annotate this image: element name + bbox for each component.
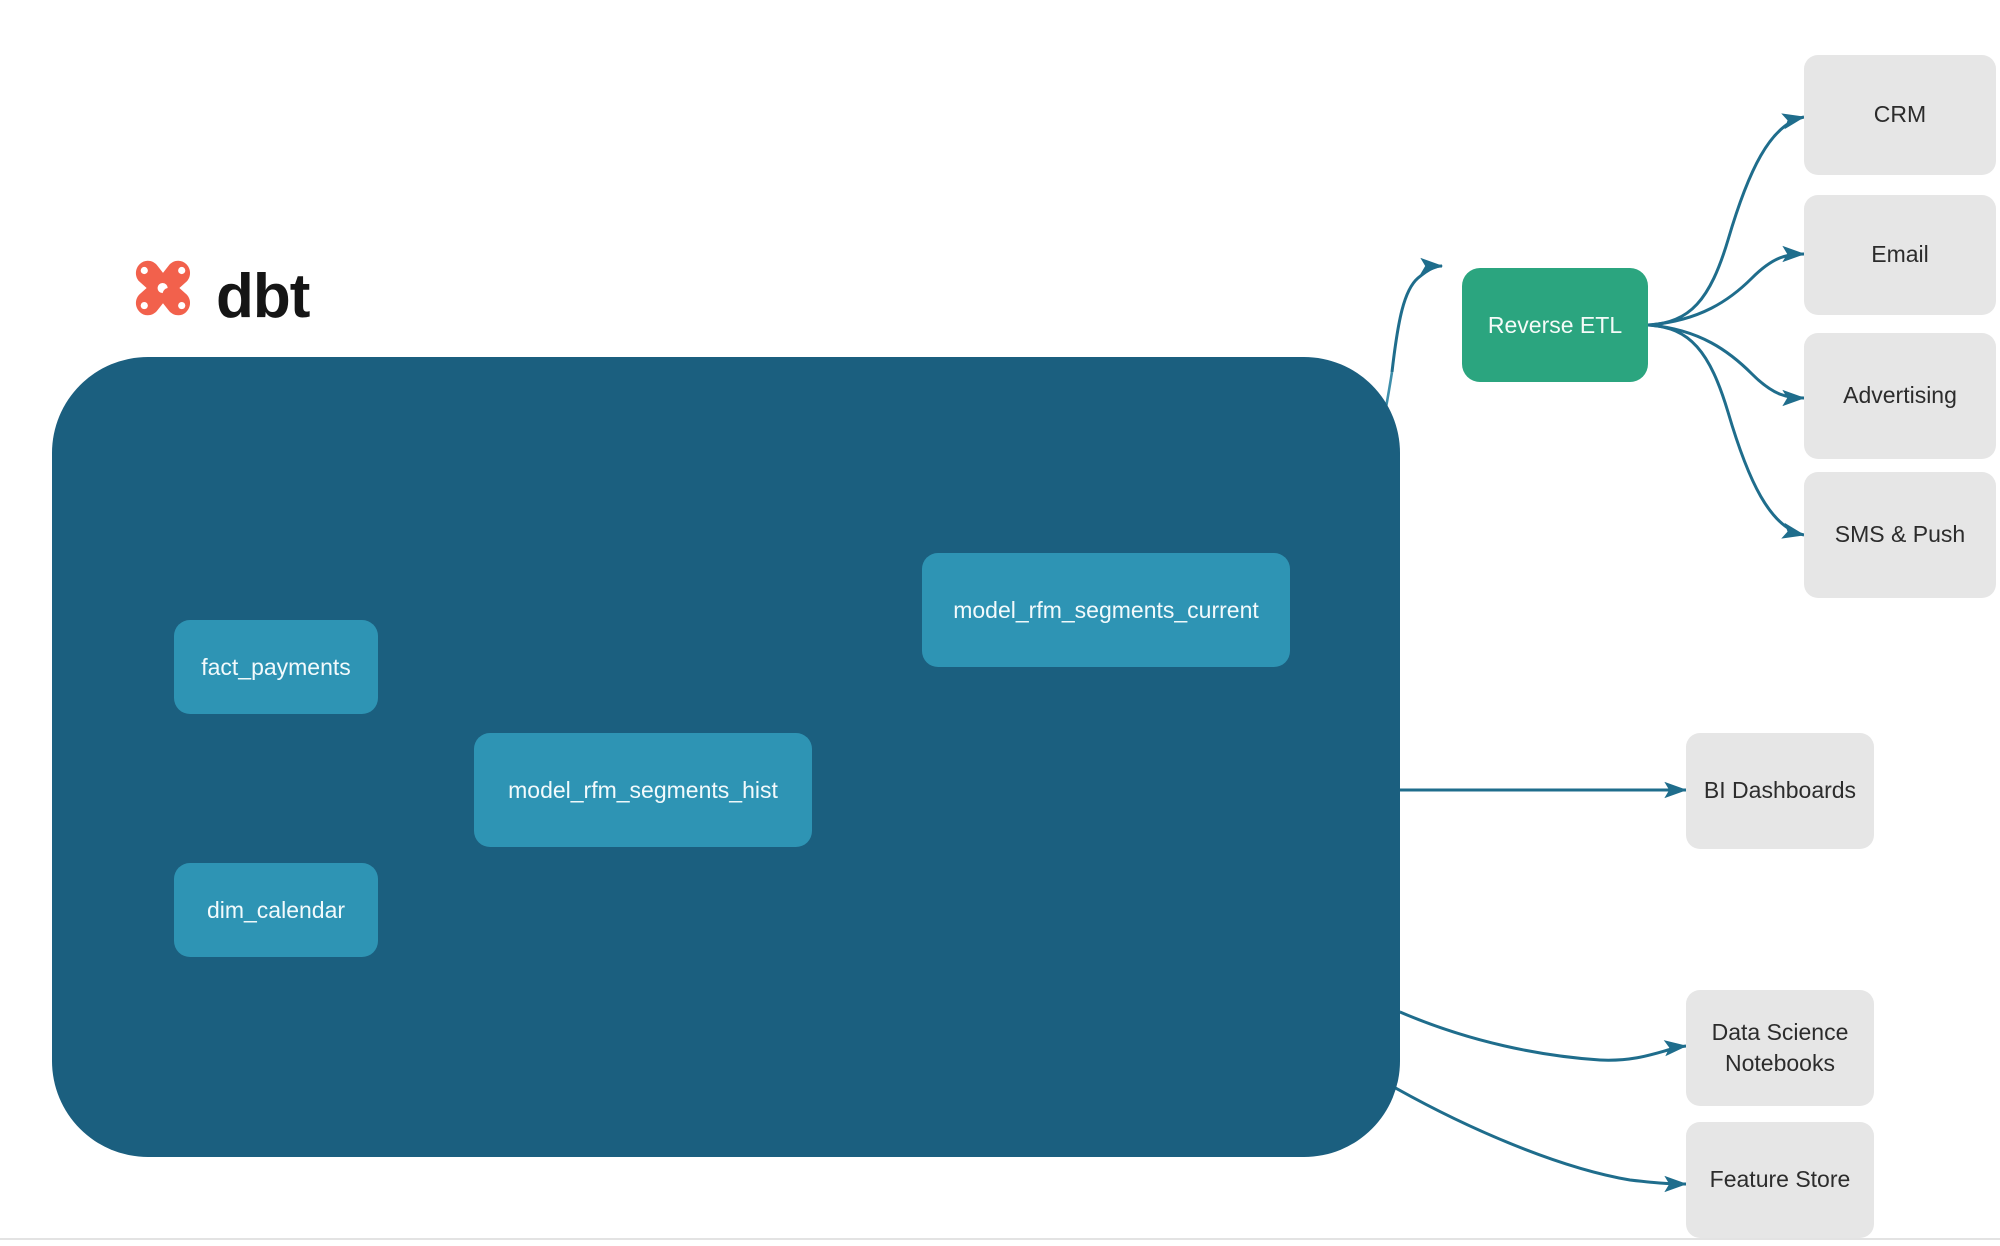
node-email[interactable]: Email xyxy=(1804,195,1996,315)
edge-reverse-etl-to-crm xyxy=(1647,113,1806,327)
dbt-wordmark: dbt xyxy=(216,262,310,331)
node-model-rfm-segments-hist-label: model_rfm_segments_hist xyxy=(508,776,778,803)
edge-reverse-etl-to-advertising xyxy=(1647,323,1806,407)
node-advertising[interactable]: Advertising xyxy=(1804,333,1996,459)
node-data-science-notebooks[interactable]: Data Science Notebooks xyxy=(1686,990,1874,1106)
node-model-rfm-segments-current[interactable]: model_rfm_segments_current xyxy=(922,553,1290,667)
node-feature-store-label: Feature Store xyxy=(1709,1166,1851,1193)
node-dim-calendar-label: dim_calendar xyxy=(206,896,346,923)
node-sms-push[interactable]: SMS & Push xyxy=(1804,472,1996,598)
node-data-science-notebooks-label-line2: Notebooks xyxy=(1725,1050,1835,1076)
node-advertising-label: Advertising xyxy=(1843,382,1957,409)
edge-current-to-reverse-etl xyxy=(1390,257,1444,373)
node-fact-payments[interactable]: fact_payments xyxy=(174,620,378,714)
edge-to-feature-store xyxy=(1391,1084,1688,1193)
node-bi-dashboards-label: BI Dashboards xyxy=(1703,777,1857,804)
node-bi-dashboards[interactable]: BI Dashboards xyxy=(1686,733,1874,849)
node-crm[interactable]: CRM xyxy=(1804,55,1996,175)
edge-reverse-etl-to-email xyxy=(1647,245,1806,327)
node-model-rfm-segments-current-label: model_rfm_segments_current xyxy=(953,596,1259,623)
edge-to-data-science-notebooks xyxy=(1399,1010,1688,1062)
dbt-logo-icon xyxy=(135,260,191,316)
bottom-divider xyxy=(0,1238,2000,1240)
node-email-label: Email xyxy=(1871,241,1929,268)
node-model-rfm-segments-hist[interactable]: model_rfm_segments_hist xyxy=(474,733,812,847)
node-sms-push-label: SMS & Push xyxy=(1834,521,1966,548)
node-crm-label: CRM xyxy=(1873,101,1927,128)
node-data-science-notebooks-label-line1: Data Science xyxy=(1711,1018,1849,1045)
edge-reverse-etl-to-sms-push xyxy=(1647,323,1806,539)
node-feature-store[interactable]: Feature Store xyxy=(1686,1122,1874,1238)
node-reverse-etl-label: Reverse ETL xyxy=(1487,311,1623,338)
node-dim-calendar[interactable]: dim_calendar xyxy=(174,863,378,957)
node-fact-payments-label: fact_payments xyxy=(201,653,351,680)
node-reverse-etl[interactable]: Reverse ETL xyxy=(1462,268,1648,382)
dbt-logo: dbt xyxy=(124,258,310,336)
